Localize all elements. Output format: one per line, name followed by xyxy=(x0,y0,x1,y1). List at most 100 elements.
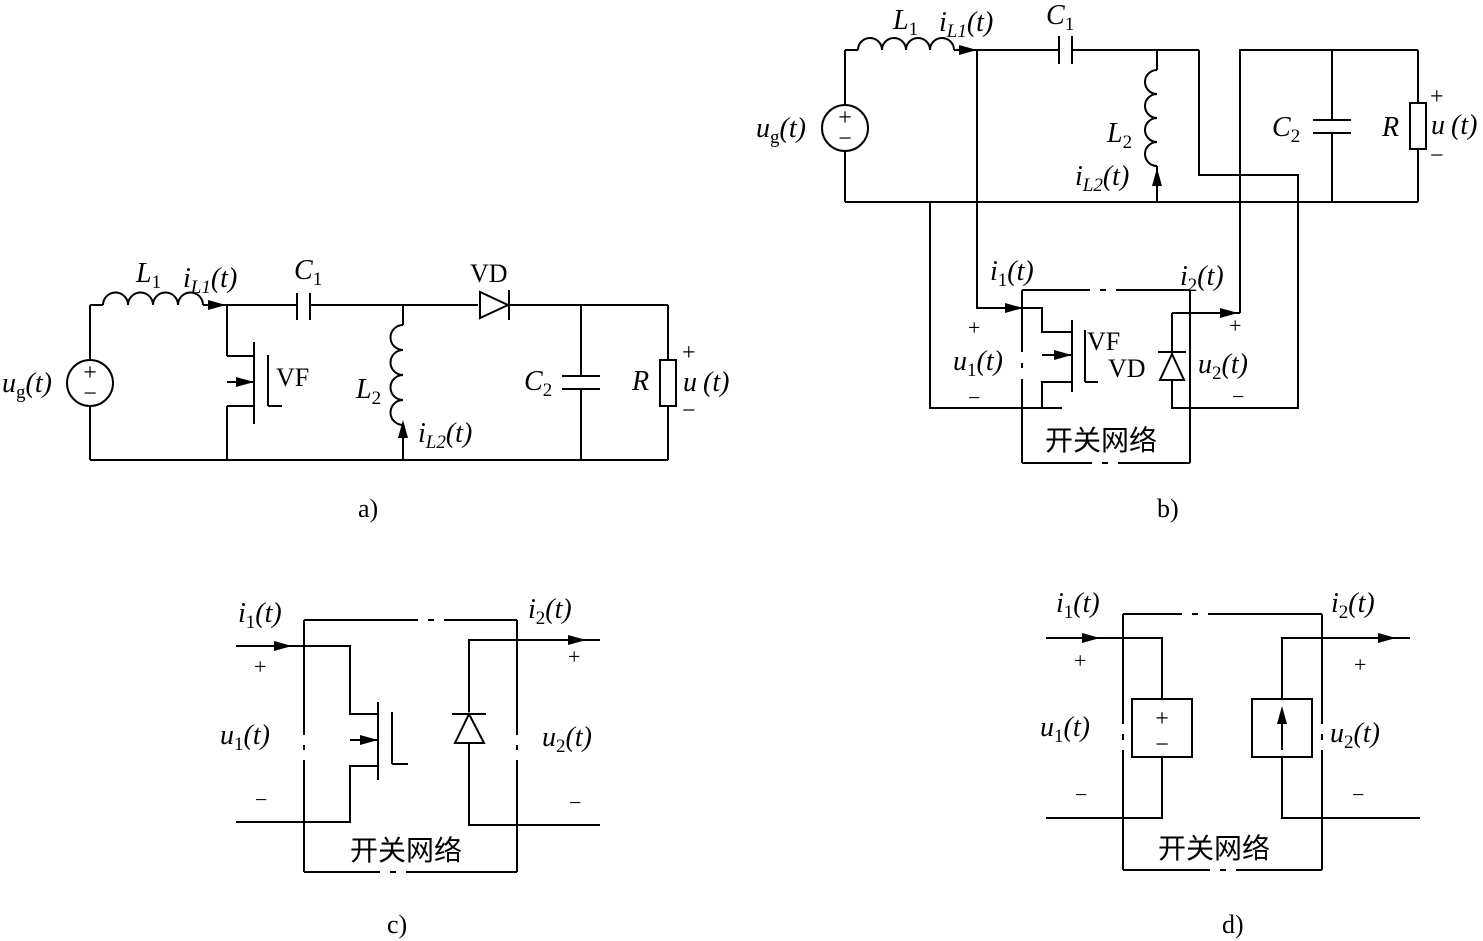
panel-b-il2-label: iL2(t) xyxy=(1075,161,1129,196)
panel-a-il1-arrow xyxy=(208,300,226,310)
panel-b-network-label: 开关网络 xyxy=(1045,424,1157,457)
panel-a-out-plus: + xyxy=(682,340,696,366)
panel-b-c2-label: C2 xyxy=(1272,112,1300,147)
panel-c-diode xyxy=(452,711,486,744)
panel-b-il2-arrow xyxy=(1152,168,1162,186)
panel-b-source-plus: + xyxy=(838,105,852,131)
panel-c-u2-plus: + xyxy=(568,644,580,669)
panel-b-i1-label: i1(t) xyxy=(990,256,1034,291)
panel-a-resistor-r xyxy=(659,305,677,460)
panel-a-vf-label: VF xyxy=(276,363,309,392)
panel-a-voltage-source: + − xyxy=(66,305,114,460)
panel-b-u2-plus: + xyxy=(1229,313,1241,338)
panel-b-il1-arrow xyxy=(959,45,977,55)
panel-a-vd-label: VD xyxy=(470,259,508,288)
panel-b-diode-vd xyxy=(1158,312,1190,409)
panel-a-out-label: u(t) xyxy=(683,367,729,398)
panel-c-mosfet xyxy=(377,702,408,780)
panel-a-out-minus: − xyxy=(682,398,696,424)
panel-b-u2-label: u2(t) xyxy=(1198,349,1248,384)
panel-d-vsrc-minus: − xyxy=(1155,732,1169,758)
panel-d-i1-label: i1(t) xyxy=(1056,588,1100,623)
panel-d-current-arrow-icon xyxy=(1277,706,1287,724)
panel-d-u2-minus: − xyxy=(1352,782,1364,807)
panel-b-i1-arrow xyxy=(1005,303,1023,313)
panel-b-source-minus: − xyxy=(838,126,852,152)
panel-a-c1-label: C1 xyxy=(294,255,322,290)
panel-b-inductor-l1 xyxy=(857,37,955,51)
panel-c: i1(t) i2(t) + u1(t) − + u2(t) − 开关网络 c) xyxy=(220,594,600,939)
panel-c-u1-plus: + xyxy=(254,654,266,679)
panel-b-l1-label: L1 xyxy=(892,5,918,40)
panel-c-caption: c) xyxy=(387,910,407,939)
panel-a-il2-arrow xyxy=(398,420,408,438)
panel-a-source-minus: − xyxy=(83,381,97,407)
panel-c-u1-label: u1(t) xyxy=(220,720,270,755)
panel-c-i1-label: i1(t) xyxy=(238,598,282,633)
panel-a-r-label: R xyxy=(631,366,649,397)
panel-b-u1-plus: + xyxy=(968,315,980,340)
panel-b-voltage-source: + − xyxy=(821,50,869,202)
panel-b-caption: b) xyxy=(1157,494,1179,523)
panel-b: + − ug(t) L1 iL1(t) C1 L2 iL2(t) i1( xyxy=(756,0,1477,523)
panel-b-i2-label: i2(t) xyxy=(1180,261,1224,296)
panel-d-i1-arrow xyxy=(1082,633,1100,643)
panel-c-i1-arrow xyxy=(274,641,292,651)
panel-b-switch-network-box xyxy=(1021,289,1191,464)
panel-d-i2-label: i2(t) xyxy=(1331,588,1375,623)
panel-c-i2-label: i2(t) xyxy=(528,594,572,629)
panel-b-mosfet-vf xyxy=(1023,307,1098,409)
panel-b-source-label: ug(t) xyxy=(756,113,806,148)
panel-a-c2-label: C2 xyxy=(524,366,552,401)
panel-a-source-plus: + xyxy=(83,360,97,386)
panel-b-vd-label: VD xyxy=(1108,354,1146,383)
panel-d-vsrc-plus: + xyxy=(1155,706,1169,732)
panel-a-capacitor-c1 xyxy=(296,293,311,320)
panel-d-u2-plus: + xyxy=(1354,652,1366,677)
panel-a-capacitor-c2 xyxy=(562,305,600,460)
panel-a-il2-label: iL2(t) xyxy=(418,418,472,453)
panel-d-u2-label: u2(t) xyxy=(1330,718,1380,753)
panel-b-l2-label: L2 xyxy=(1106,118,1132,153)
panel-b-resistor-r xyxy=(1409,50,1427,202)
panel-b-vf-label: VF xyxy=(1087,327,1120,356)
panel-b-capacitor-c2 xyxy=(1313,50,1351,202)
panel-a-inductor-l1 xyxy=(102,291,204,306)
panel-b-u2-minus: − xyxy=(1232,384,1244,409)
panel-b-inductor-l2 xyxy=(1144,69,1158,167)
panel-a-source-label: ug(t) xyxy=(2,368,52,403)
panel-b-out-minus: − xyxy=(1430,143,1444,169)
panel-b-r-label: R xyxy=(1381,112,1399,143)
panel-c-u2-label: u2(t) xyxy=(542,722,592,757)
panel-d-u1-label: u1(t) xyxy=(1040,712,1090,747)
panel-d-voltage-source-box: + − xyxy=(1131,698,1193,758)
panel-b-out-plus: + xyxy=(1430,84,1444,110)
panel-d: + − i1(t) i2(t) + u1(t) − + u2(t) − 开关网络… xyxy=(1040,588,1420,939)
panel-a-diode-vd xyxy=(479,290,511,320)
panel-c-i2-arrow xyxy=(568,635,586,645)
panel-b-il1-label: iL1(t) xyxy=(939,7,993,42)
panel-d-u1-minus: − xyxy=(1075,782,1087,807)
panel-a-l1-label: L1 xyxy=(135,258,161,293)
panel-a-l2-label: L2 xyxy=(355,374,381,409)
panel-b-out-label: u(t) xyxy=(1431,110,1477,141)
panel-d-i2-arrow xyxy=(1378,633,1396,643)
panel-c-u1-minus: − xyxy=(255,787,267,812)
panel-a-mosfet-vf xyxy=(226,305,282,460)
panel-c-network-label: 开关网络 xyxy=(350,834,462,867)
panel-d-current-source-box xyxy=(1251,698,1313,758)
panel-d-switch-network-box xyxy=(1122,613,1323,871)
panel-a-il1-label: iL1(t) xyxy=(183,263,237,298)
panel-a-inductor-l2 xyxy=(389,324,404,426)
panel-b-u1-label: u1(t) xyxy=(953,346,1003,381)
panel-b-capacitor-c1 xyxy=(1058,36,1073,64)
panel-d-u1-plus: + xyxy=(1074,648,1086,673)
panel-b-u1-minus: − xyxy=(968,385,980,410)
panel-a-caption: a) xyxy=(358,494,378,523)
panel-b-c1-label: C1 xyxy=(1046,0,1074,35)
panel-d-caption: d) xyxy=(1222,910,1244,939)
panel-d-network-label: 开关网络 xyxy=(1158,832,1270,865)
panel-c-u2-minus: − xyxy=(569,790,581,815)
panel-a: + − ug(t) L1 iL1(t) C1 VD xyxy=(2,255,729,523)
